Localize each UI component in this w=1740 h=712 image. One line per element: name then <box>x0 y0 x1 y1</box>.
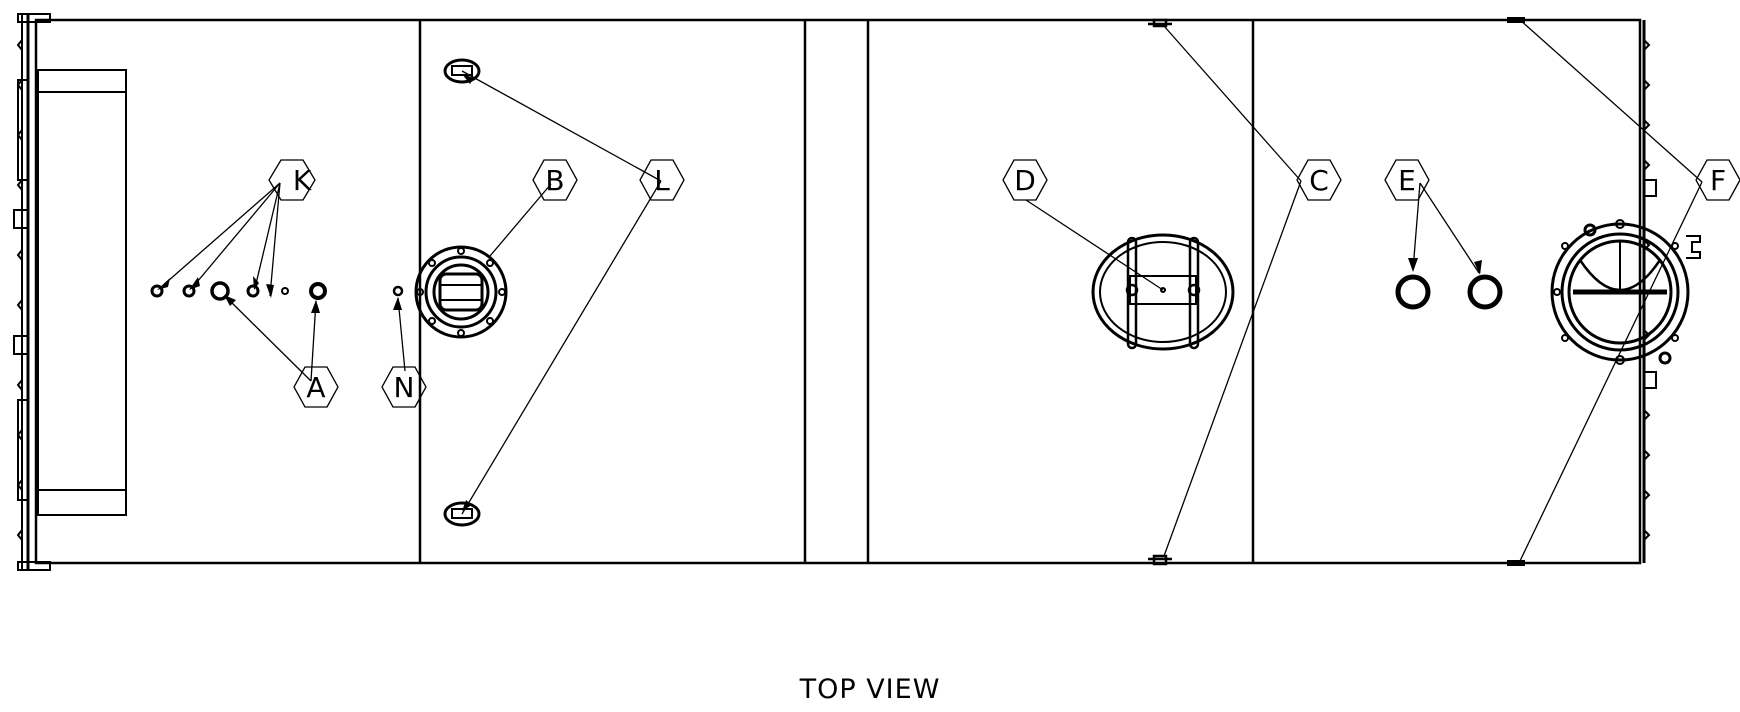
round-port-e2 <box>1467 274 1503 310</box>
round-port-e1 <box>1395 274 1431 310</box>
access-hatch-d <box>1091 233 1235 351</box>
callout-label-c: C <box>1309 164 1329 197</box>
inlet-frame <box>13 13 127 571</box>
callout-label-k: K <box>293 164 312 197</box>
leader-lines <box>159 18 1703 564</box>
callout-label-a: A <box>306 371 325 404</box>
callout-label-b: B <box>545 164 564 197</box>
callout-hex-e <box>1384 159 1430 201</box>
lifting-lug-top <box>443 58 481 84</box>
callout-hex-f <box>1695 159 1740 201</box>
clip-bottom <box>1148 554 1172 566</box>
callout-hexagons <box>268 159 1740 408</box>
callout-label-n: N <box>394 371 415 404</box>
round-connection-b <box>414 245 508 339</box>
fittings-cluster <box>150 281 404 301</box>
callout-hex-b <box>532 159 578 201</box>
leader-arrowheads <box>157 74 1482 511</box>
view-title: TOP VIEW <box>799 674 941 705</box>
callout-hex-n <box>381 366 427 408</box>
callout-label-d: D <box>1014 164 1036 197</box>
callout-label-f: F <box>1710 164 1726 197</box>
callout-hex-d <box>1002 159 1048 201</box>
round-outlet-f <box>1550 219 1690 365</box>
callout-hex-a <box>293 366 339 408</box>
clip-top <box>1148 18 1172 28</box>
callout-label-l: L <box>654 164 670 197</box>
callout-hex-l <box>639 159 685 201</box>
edge-clip <box>1507 17 1525 566</box>
callout-hex-c <box>1296 159 1342 201</box>
callout-label-e: E <box>1398 164 1416 197</box>
lifting-lug-bottom <box>443 501 481 527</box>
callout-hex-k <box>268 159 316 201</box>
